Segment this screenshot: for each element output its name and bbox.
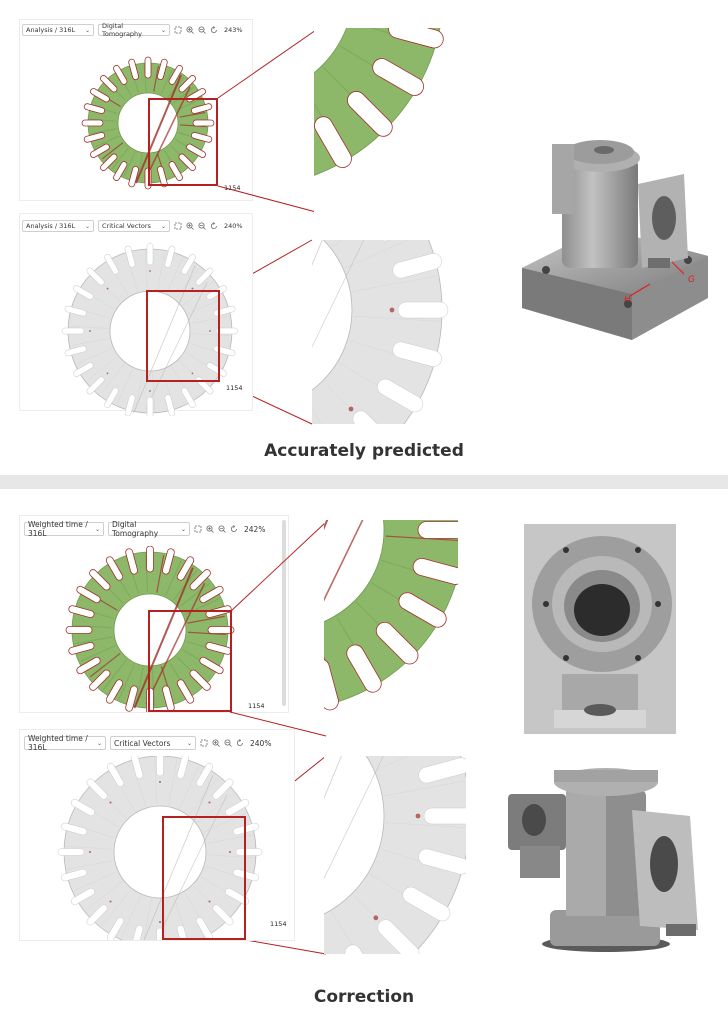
chevron-down-icon: ⌄ [84,222,90,230]
mode-select[interactable]: Digital Tomography ⌄ [98,22,170,38]
viewer-panel-2: Analysis / 316L ⌄ Critical Vectors ⌄ 240… [20,214,252,416]
printed-part-photo-2 [524,524,676,734]
fit-icon[interactable] [194,525,202,533]
fit-icon[interactable] [200,739,208,747]
part-cross-section[interactable] [60,546,260,712]
zoom-level: 242% [244,524,266,534]
material-select-value: Analysis / 316L [26,222,76,230]
material-select-value: Weighted time / 316L [28,734,88,752]
zoomed-detail-3 [324,520,458,734]
section-divider [0,475,728,489]
part-id-label: 1154 [248,702,265,710]
material-select[interactable]: Analysis / 316L ⌄ [22,220,94,232]
mode-select[interactable]: Digital Tomography ⌄ [108,520,190,538]
printed-part-photo-3 [506,760,718,956]
part-id-label: 1154 [224,184,241,192]
material-select[interactable]: Analysis / 316L ⌄ [22,24,94,36]
zoomed-detail-1 [314,28,456,214]
viewer-panel-4: Weighted time / 316L ⌄ Critical Vectors … [20,730,294,940]
zoom-out-icon[interactable] [198,222,206,230]
viewer-panel-3: Weighted time / 316L ⌄ Digital Tomograph… [20,516,288,712]
zoomed-detail-2 [312,240,454,424]
material-select[interactable]: Weighted time / 316L ⌄ [24,734,106,752]
mode-select[interactable]: Critical Vectors ⌄ [110,736,196,750]
zoom-in-icon[interactable] [212,739,220,747]
part-id-label: 1154 [270,920,287,928]
highlight-box [148,98,218,186]
zoom-in-icon[interactable] [186,26,194,34]
zoom-out-icon[interactable] [224,739,232,747]
chevron-down-icon: ⌄ [180,525,186,533]
zoom-in-icon[interactable] [186,222,194,230]
zoom-in-icon[interactable] [206,525,214,533]
material-select-value: Analysis / 316L [26,26,76,34]
photo-label-h: H [624,295,631,305]
vertical-scrollbar[interactable] [282,520,286,706]
chevron-down-icon: ⌄ [94,525,100,533]
viewer-toolbar: Analysis / 316L ⌄ Digital Tomography ⌄ 2… [22,22,243,38]
part-cross-section[interactable] [60,42,240,202]
material-select-value: Weighted time / 316L [28,520,88,538]
zoom-out-icon[interactable] [218,525,226,533]
printed-part-photo-1: H G [512,108,716,348]
reset-icon[interactable] [210,222,218,230]
viewer-toolbar: Weighted time / 316L ⌄ Digital Tomograph… [24,520,266,538]
chevron-down-icon: ⌄ [96,739,102,747]
zoom-level: 243% [224,26,243,34]
highlight-box [146,290,220,382]
chevron-down-icon: ⌄ [160,26,166,34]
viewer-toolbar: Weighted time / 316L ⌄ Critical Vectors … [24,734,272,752]
chevron-down-icon: ⌄ [186,739,192,747]
section-caption-2: Correction [313,987,415,1007]
viewer-toolbar: Analysis / 316L ⌄ Critical Vectors ⌄ 240… [22,219,243,233]
part-cross-section[interactable] [50,756,280,940]
photo-label-g: G [688,275,695,285]
zoom-level: 240% [250,738,272,748]
fit-icon[interactable] [174,222,182,230]
reset-icon[interactable] [230,525,238,533]
section-caption-1: Accurately predicted [264,441,464,461]
material-select[interactable]: Weighted time / 316L ⌄ [24,520,104,538]
part-id-label: 1154 [226,384,243,392]
viewer-panel-1: Analysis / 316L ⌄ Digital Tomography ⌄ 2… [20,20,252,200]
mode-select-value: Critical Vectors [102,222,151,230]
mode-select-value: Digital Tomography [112,520,159,538]
mode-select-value: Digital Tomography [102,22,143,38]
zoom-out-icon[interactable] [198,26,206,34]
reset-icon[interactable] [210,26,218,34]
highlight-box [148,610,232,712]
chevron-down-icon: ⌄ [84,26,90,34]
reset-icon[interactable] [236,739,244,747]
zoomed-detail-4 [324,756,466,954]
fit-icon[interactable] [174,26,182,34]
mode-select[interactable]: Critical Vectors ⌄ [98,220,170,232]
chevron-down-icon: ⌄ [160,222,166,230]
highlight-box [162,816,246,940]
zoom-level: 240% [224,222,243,230]
mode-select-value: Critical Vectors [114,738,171,748]
